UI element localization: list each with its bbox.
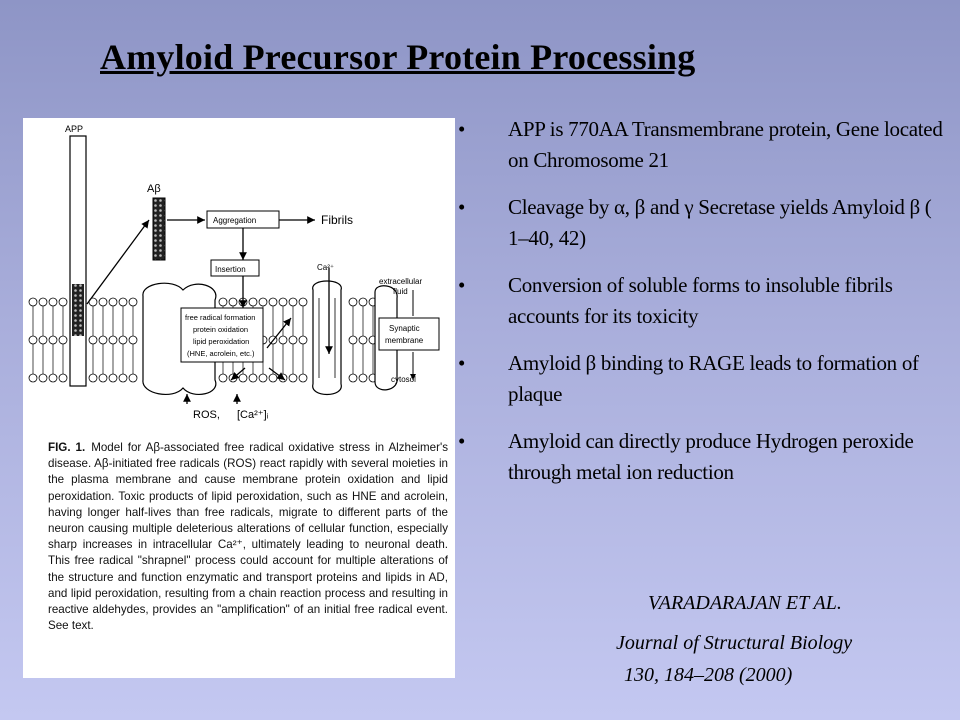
- bullet-glyph: •: [458, 351, 466, 375]
- bullet-item: • Cleavage by α, β and γ Secretase yields…: [458, 192, 948, 254]
- app-label: APP: [65, 124, 83, 134]
- figure-panel: APP Aβ Aggregation Fibrils Insertion Ca²…: [23, 118, 455, 678]
- radical-line-3: lipid peroxidation: [193, 337, 249, 346]
- bullet-glyph: •: [458, 429, 466, 453]
- figure-caption-label: FIG. 1.: [48, 441, 86, 454]
- app-protein: [69, 135, 87, 387]
- bullet-text: Cleavage by α, β and γ Secretase yields …: [508, 195, 932, 250]
- bullet-list: • APP is 770AA Transmembrane protein, Gen…: [458, 114, 948, 504]
- ca-label: Ca²⁺: [317, 263, 334, 272]
- figure-caption: FIG. 1.Model for Aβ-associated free radi…: [48, 440, 448, 634]
- app-model-diagram: APP Aβ Aggregation Fibrils Insertion Ca²…: [28, 124, 440, 421]
- ca-i-label: [Ca²⁺]ᵢ: [237, 409, 269, 421]
- synaptic-membrane-box: [378, 317, 440, 351]
- bullet-item: • Conversion of soluble forms to insolubl…: [458, 270, 948, 332]
- abeta-label: Aβ: [147, 183, 161, 195]
- fluid-label: fluid: [393, 287, 408, 296]
- bullet-item: • Amyloid can directly produce Hydrogen p…: [458, 426, 948, 488]
- abeta-fragment: [152, 197, 166, 261]
- bullet-text: Conversion of soluble forms to insoluble…: [508, 273, 893, 328]
- insertion-label: Insertion: [215, 265, 246, 274]
- citation-journal: Journal of Structural Biology: [616, 632, 853, 654]
- figure-caption-text: Model for Aβ-associated free radical oxi…: [48, 441, 448, 633]
- bullet-text: Amyloid β binding to RAGE leads to forma…: [508, 351, 919, 406]
- slide-title: Amyloid Precursor Protein Processing: [100, 37, 696, 77]
- aggregation-label: Aggregation: [213, 216, 256, 225]
- radical-line-4: (HNE, acrolein, etc.): [187, 349, 255, 358]
- bullet-text: APP is 770AA Transmembrane protein, Gene…: [508, 117, 943, 172]
- fibrils-label: Fibrils: [321, 213, 353, 227]
- bullet-text: Amyloid can directly produce Hydrogen pe…: [508, 429, 914, 484]
- radical-line-1: free radical formation: [185, 313, 255, 322]
- ros-label: ROS,: [193, 409, 220, 421]
- bullet-item: • APP is 770AA Transmembrane protein, Gen…: [458, 114, 948, 176]
- cytosol-label: cytosol: [391, 375, 416, 384]
- extracellular-label: extracellular: [379, 277, 422, 286]
- citation-authors: VARADARAJAN ET AL.: [648, 592, 842, 614]
- bullet-item: • Amyloid β binding to RAGE leads to form…: [458, 348, 948, 410]
- insertion-box: [210, 259, 260, 277]
- citation-volume: 130, 184–208 (2000): [624, 664, 793, 686]
- bullet-glyph: •: [458, 195, 466, 219]
- aggregation-box: [206, 210, 280, 229]
- membrane-label: membrane: [385, 336, 424, 345]
- bullet-glyph: •: [458, 273, 466, 297]
- synaptic-label: Synaptic: [389, 324, 420, 333]
- free-radical-box: [180, 307, 264, 363]
- bullet-glyph: •: [458, 117, 466, 141]
- radical-line-2: protein oxidation: [193, 325, 248, 334]
